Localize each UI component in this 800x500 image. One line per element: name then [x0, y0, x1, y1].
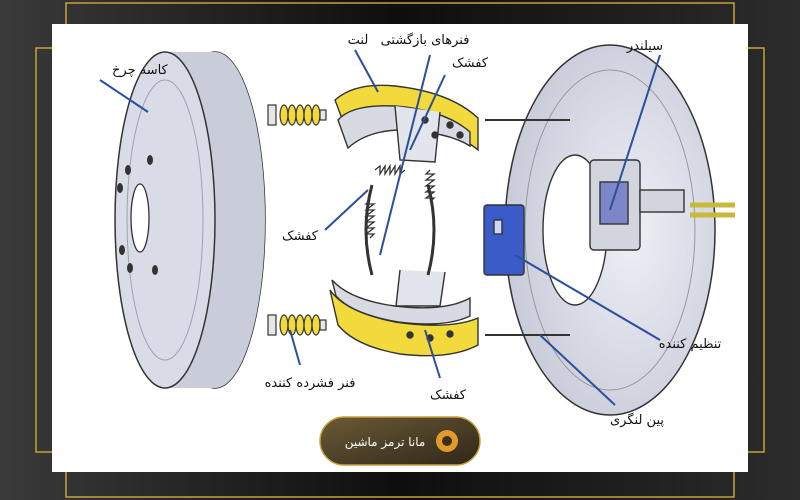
label-anchor-pin: پین لنگری — [610, 412, 664, 428]
leader-anchor-pin — [539, 334, 616, 406]
leader-lining — [354, 49, 379, 93]
brand-logo: مانا ترمز ماشین — [319, 416, 481, 466]
leader-hold-spring — [289, 329, 301, 366]
leader-shoe-left — [324, 189, 369, 231]
leader-lines — [99, 49, 661, 406]
label-adjuster: تنظیم کننده — [659, 337, 722, 352]
adjuster — [483, 204, 525, 276]
leader-drum — [99, 79, 149, 113]
label-shoe-left: کفشک — [282, 229, 319, 244]
label-shoe-bottom: کفشک — [430, 388, 467, 403]
leader-shoe-bottom — [424, 329, 441, 379]
label-hold-spring: فنر فشرده کننده — [265, 376, 356, 391]
brake-drum — [114, 51, 266, 389]
leader-shoe-top — [409, 74, 446, 151]
label-return-springs: فنرهای بازگشتی — [381, 32, 470, 48]
leader-adjuster — [514, 254, 661, 341]
wheel-cylinder — [589, 159, 685, 251]
label-lining: لنت — [348, 33, 369, 48]
leader-cylinder — [609, 54, 661, 211]
label-cylinder: سیلندر — [626, 39, 663, 54]
leader-return-springs — [379, 54, 431, 256]
logo-text: مانا ترمز ماشین — [345, 435, 426, 450]
hold-down-spring-top — [267, 104, 327, 126]
return-springs — [364, 163, 436, 276]
label-shoe-top: کفشک — [452, 56, 489, 71]
label-drum: کاسه چرخ — [112, 63, 169, 78]
brake-shoe-bottom — [329, 269, 479, 357]
